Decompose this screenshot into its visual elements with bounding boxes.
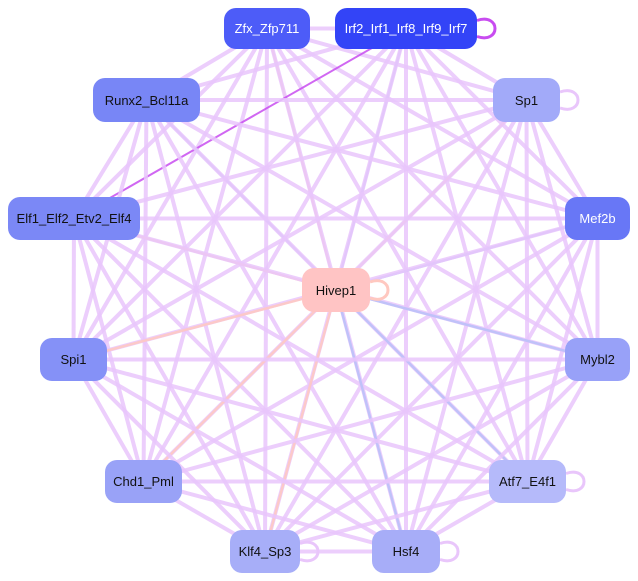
edge-atf7-klf4 [264,479,529,554]
node-elf[interactable]: Elf1_Elf2_Etv2_Elf4 [8,197,140,240]
self-loop-hivep1 [369,279,390,301]
edge-runx2-mef2b [145,98,599,221]
node-runx2[interactable]: Runx2_Bcl11a [93,78,200,122]
node-label: Atf7_E4f1 [498,474,557,489]
edge-elf-spi1 [71,218,76,360]
node-sp1[interactable]: Sp1 [493,78,560,122]
node-label: Mef2b [579,211,616,226]
edge-spi1-klf4 [72,358,267,553]
edge-chd1-hsf4 [142,479,407,554]
node-label: Irf2_Irf1_Irf8_Irf9_Irf7 [344,21,468,36]
edge-mybl2-hsf4 [404,358,599,553]
edge-runx2-mybl2 [145,98,599,362]
edge-hivep1-chd1 [142,289,337,483]
node-mef2b[interactable]: Mef2b [565,197,630,240]
node-label: Elf1_Elf2_Etv2_Elf4 [16,211,132,226]
node-hsf4[interactable]: Hsf4 [372,530,440,573]
node-chd1[interactable]: Chd1_Pml [105,460,182,503]
edge-mef2b-chd1 [142,216,599,484]
edge-elf-atf7 [72,216,529,484]
self-loop-hsf4 [439,540,460,563]
self-loop-irf [476,17,497,40]
node-label: Zfx_Zfp711 [234,21,300,36]
node-label: Klf4_Sp3 [238,544,292,559]
node-label: Spi1 [60,352,87,367]
node-zfx[interactable]: Zfx_Zfp711 [224,8,310,49]
edge-hivep1-spi1 [73,288,337,361]
edge-mybl2-chd1 [142,357,599,484]
node-mybl2[interactable]: Mybl2 [565,338,630,381]
self-loop-klf4 [299,540,320,563]
edge-irf-chd1 [141,27,408,483]
edge-sp1-spi1 [72,98,528,362]
node-label: Sp1 [514,92,539,108]
node-label: Hsf4 [392,544,420,559]
node-atf7[interactable]: Atf7_E4f1 [489,460,566,503]
self-loop-sp1 [559,89,580,111]
edge-runx2-hsf4 [144,99,408,553]
edge-hivep1-atf7 [335,289,529,483]
node-label: Mybl2 [580,352,615,367]
node-spi1[interactable]: Spi1 [40,338,107,381]
node-irf[interactable]: Irf2_Irf1_Irf8_Irf9_Irf7 [335,8,477,49]
node-klf4[interactable]: Klf4_Sp3 [230,530,300,573]
edge-zfx-klf4 [263,28,269,552]
self-loop-atf7 [565,470,586,493]
node-label: Chd1_Pml [113,474,174,489]
edge-mybl2-klf4 [263,357,599,554]
node-label: Hivep1 [315,282,357,298]
edge-sp1-elf [73,98,528,221]
node-hivep1[interactable]: Hivep1 [302,268,370,312]
edge-spi1-atf7 [72,357,529,484]
edge-sp1-klf4 [263,98,529,553]
edge-zfx-atf7 [265,27,530,483]
edge-hivep1-mybl2 [335,288,598,361]
node-label: Runx2_Bcl11a [104,92,189,108]
